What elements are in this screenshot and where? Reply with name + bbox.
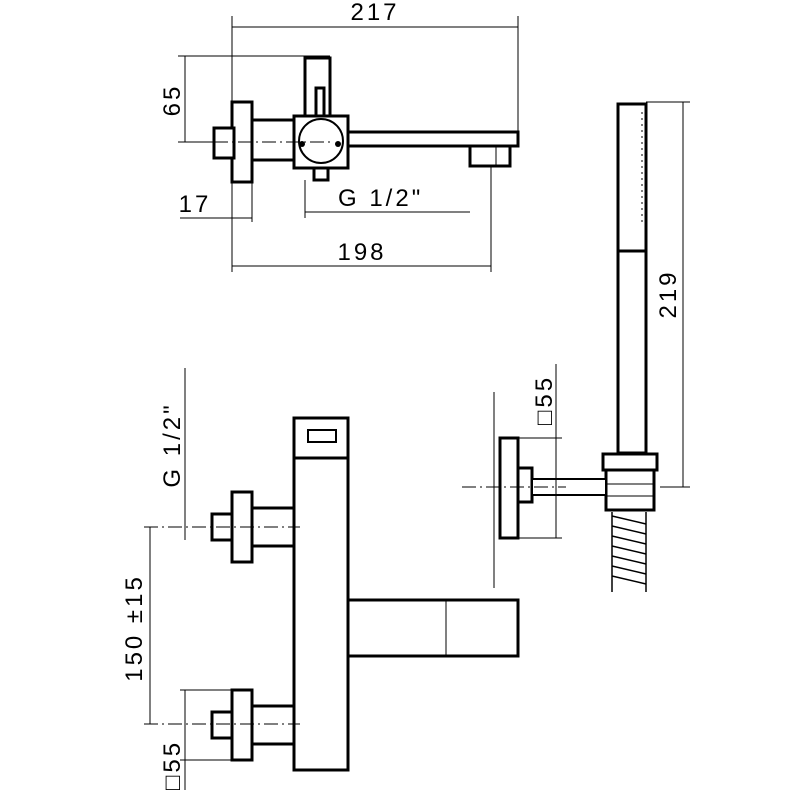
spout-plan	[346, 130, 520, 148]
shower-handle	[616, 249, 648, 455]
bracket-arm	[531, 478, 607, 496]
bracket-wall-plate	[498, 436, 520, 540]
connector-plan	[250, 118, 296, 162]
front-view: G 1/2" 150 ±15 □55	[121, 368, 520, 790]
top-view: 217 65 17 G 1/2" 198	[159, 0, 520, 272]
screw-left	[299, 141, 305, 147]
lower-flange	[230, 688, 254, 762]
mixer-body-front	[292, 456, 350, 772]
hand-shower: 219 □55	[462, 101, 690, 592]
diverter-slot	[307, 429, 337, 443]
dim-17-label: 17	[179, 191, 212, 218]
thread-side-label: G 1/2"	[159, 402, 186, 487]
aerator-plan	[468, 144, 512, 168]
bracket-holder	[604, 468, 656, 512]
dim-217-label: 217	[350, 0, 399, 26]
dim-198-label: 198	[337, 239, 386, 266]
bracket-boss	[516, 466, 534, 504]
lower-connector	[250, 704, 296, 746]
diverter-knob-plan	[298, 118, 344, 164]
inlet-plan	[212, 126, 236, 160]
dim-65-label: 65	[159, 84, 186, 117]
dim-55b-label: □55	[531, 375, 558, 425]
dim-55v-label: □55	[159, 740, 186, 790]
dim-219-label: 219	[655, 269, 682, 318]
dim-150-label: 150 ±15	[121, 574, 148, 682]
screw-right	[335, 141, 341, 147]
thread-top-label: G 1/2"	[338, 185, 423, 212]
lower-inlet	[210, 710, 234, 740]
shower-hose	[611, 512, 647, 592]
bracket-collar	[601, 452, 659, 472]
shower-head	[616, 102, 648, 253]
outlet-stub-plan	[312, 166, 330, 182]
spout-front	[346, 598, 520, 658]
